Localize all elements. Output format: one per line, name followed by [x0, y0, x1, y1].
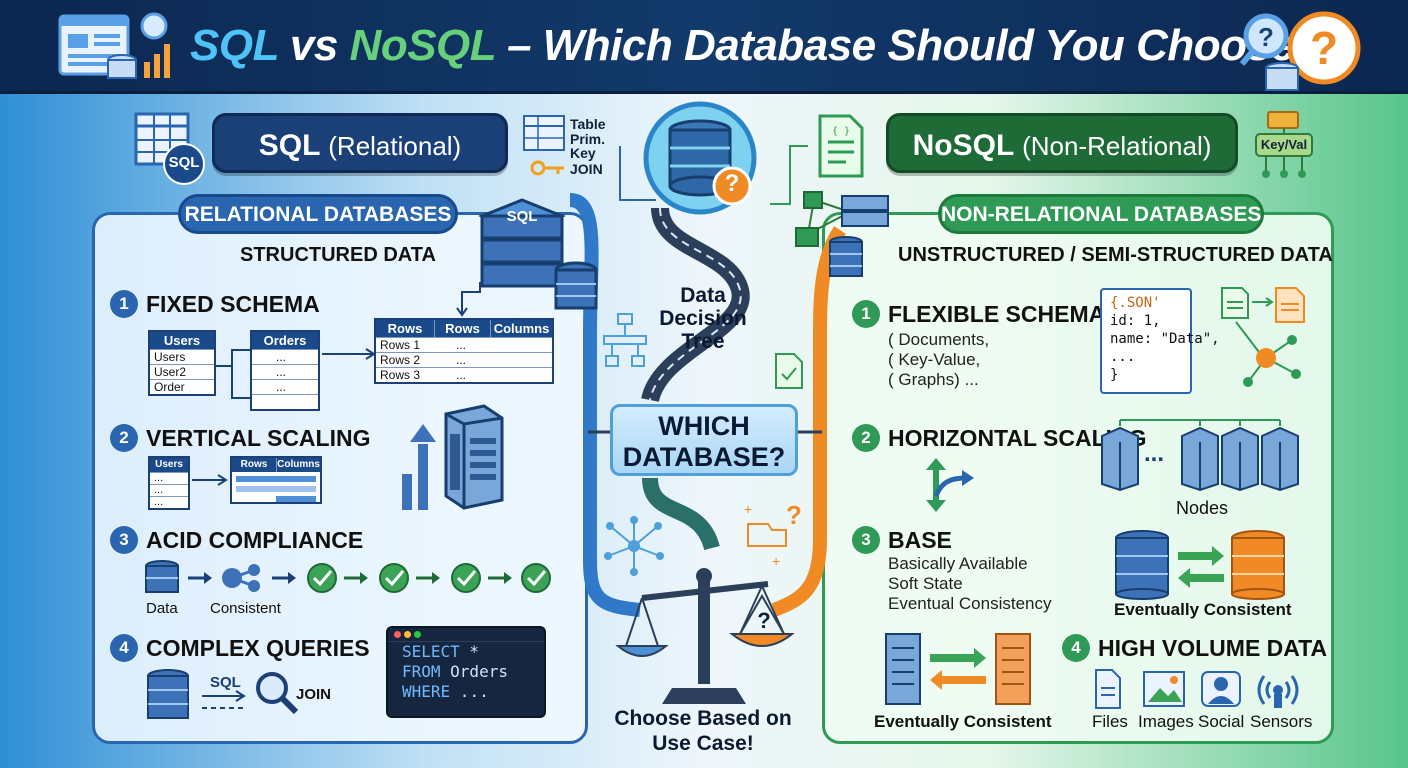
sql-pill: SQL (Relational): [212, 113, 508, 173]
image-icon: [1143, 671, 1185, 707]
structured-data-heading: STRUCTURED DATA: [240, 244, 436, 266]
decision-tree-label: Data Decision Tree: [659, 284, 747, 353]
svg-text:+: +: [772, 553, 780, 569]
table-key-icon: [523, 115, 565, 176]
non-relational-databases-tag: NON-RELATIONAL DATABASES: [938, 194, 1264, 234]
nosql-pill-sub: (Non-Relational): [1022, 131, 1212, 161]
doc-check-icon: [775, 353, 803, 389]
svg-text:?: ?: [1310, 22, 1338, 74]
scale-arrow: [192, 474, 228, 486]
central-database-icon: [643, 101, 757, 215]
dashboard-icon: [58, 12, 170, 79]
query-join-label: JOIN: [296, 686, 332, 703]
header-bar: SQL vs NoSQL – Which Database Should You…: [0, 0, 1408, 94]
doc-graph-icon: [1221, 287, 1305, 387]
key-label-join: JOIN: [570, 161, 603, 177]
acid-consistent-label: Consistent: [210, 600, 281, 617]
volume-social-label: Social: [1198, 712, 1245, 731]
schema-type-graphs: ( Graphs) ...: [888, 370, 979, 389]
link-arrow: [456, 282, 481, 317]
volume-type-icons: [1095, 669, 1299, 709]
sql-server-label: SQL: [506, 208, 538, 225]
node-servers-icon: [1101, 419, 1299, 492]
key-label-key: Key: [570, 145, 596, 161]
small-rows-table: Rows Columns: [230, 456, 322, 504]
sql-server-stack-icon: [477, 198, 598, 310]
database-sync-icon: [1115, 530, 1285, 600]
query-flow-icons: [147, 669, 299, 719]
question-folder-icon: ? + +: [744, 500, 802, 569]
key-label-prim: Prim.: [570, 131, 606, 147]
key-val-label: Key/Val: [1260, 137, 1308, 152]
orders-table: Orders ... ... ...: [250, 330, 320, 411]
volume-files-label: Files: [1092, 712, 1128, 731]
sql-code-window: SELECT * FROM Orders WHERE ...: [386, 626, 546, 718]
schema-type-documents: ( Documents,: [888, 330, 990, 349]
which-database-box: WHICH DATABASE?: [610, 404, 798, 476]
volume-images-label: Images: [1138, 712, 1194, 731]
eventually-consistent-label-1: Eventually Consistent: [1114, 600, 1292, 619]
acid-data-label: Data: [146, 600, 178, 617]
nosql-pill: NoSQL (Non-Relational): [886, 113, 1238, 173]
users-table: Users Users User2 Order: [148, 330, 216, 396]
file-icon: [1095, 669, 1121, 709]
acid-flow-icons: [145, 560, 551, 593]
nodes-ellipsis: ...: [1144, 440, 1165, 467]
sql-pill-sub: (Relational): [328, 131, 462, 161]
page-title: SQL vs NoSQL – Which Database Should You…: [190, 21, 1321, 70]
key-label-table: Table: [570, 116, 606, 132]
server-sync-icon: [885, 633, 1031, 705]
choose-based-label: Choose Based on Use Case!: [614, 707, 792, 755]
social-icon: [1201, 671, 1241, 707]
relational-databases-tag: RELATIONAL DATABASES: [178, 194, 458, 234]
key-value-tree-icon: [1255, 111, 1313, 178]
vertical-scale-server-icon: [402, 404, 504, 510]
volume-sensors-label: Sensors: [1250, 712, 1313, 731]
svg-text:?: ?: [1258, 22, 1274, 52]
base-soft-state: Soft State: [888, 574, 963, 593]
base-basically-available: Basically Available: [888, 554, 1028, 573]
schema-links: [216, 348, 376, 399]
svg-text:+: +: [744, 501, 752, 517]
flowchart-icon: [603, 313, 647, 367]
svg-text:{ }: { }: [832, 126, 850, 137]
query-sql-label: SQL: [210, 674, 241, 691]
scaling-arrows-icon: [926, 458, 974, 512]
network-icon: [604, 516, 664, 576]
svg-text:?: ?: [786, 500, 802, 530]
question-magnifier-icon: ? ?: [1239, 11, 1361, 91]
central-question-mark: ?: [724, 170, 740, 197]
json-document: {.SON' id: 1, name: "Data", ... }: [1100, 288, 1220, 394]
nosql-network-icon: [795, 191, 889, 277]
json-doc-icon: { }: [818, 114, 864, 178]
small-users-table: Users ... ... ...: [148, 456, 190, 510]
unstructured-data-heading: UNSTRUCTURED / SEMI-STRUCTURED DATA: [898, 244, 1333, 266]
scale-question-mark: ?: [757, 608, 771, 633]
balance-scale-icon: [615, 568, 795, 704]
nodes-label: Nodes: [1176, 498, 1229, 518]
rows-table: Rows Rows Columns Rows 1... Rows 2... Ro…: [374, 318, 554, 384]
sql-table-icon: [134, 112, 205, 185]
eventually-consistent-label-2: Eventually Consistent: [874, 712, 1052, 731]
base-eventual-consistency: Eventual Consistency: [888, 594, 1052, 613]
sql-pill-main: SQL: [258, 129, 320, 162]
sql-icon-label: SQL: [168, 154, 200, 171]
nosql-pill-main: NoSQL: [912, 129, 1014, 162]
sensor-icon: [1257, 675, 1299, 708]
schema-type-key-value: ( Key-Value,: [888, 350, 981, 369]
